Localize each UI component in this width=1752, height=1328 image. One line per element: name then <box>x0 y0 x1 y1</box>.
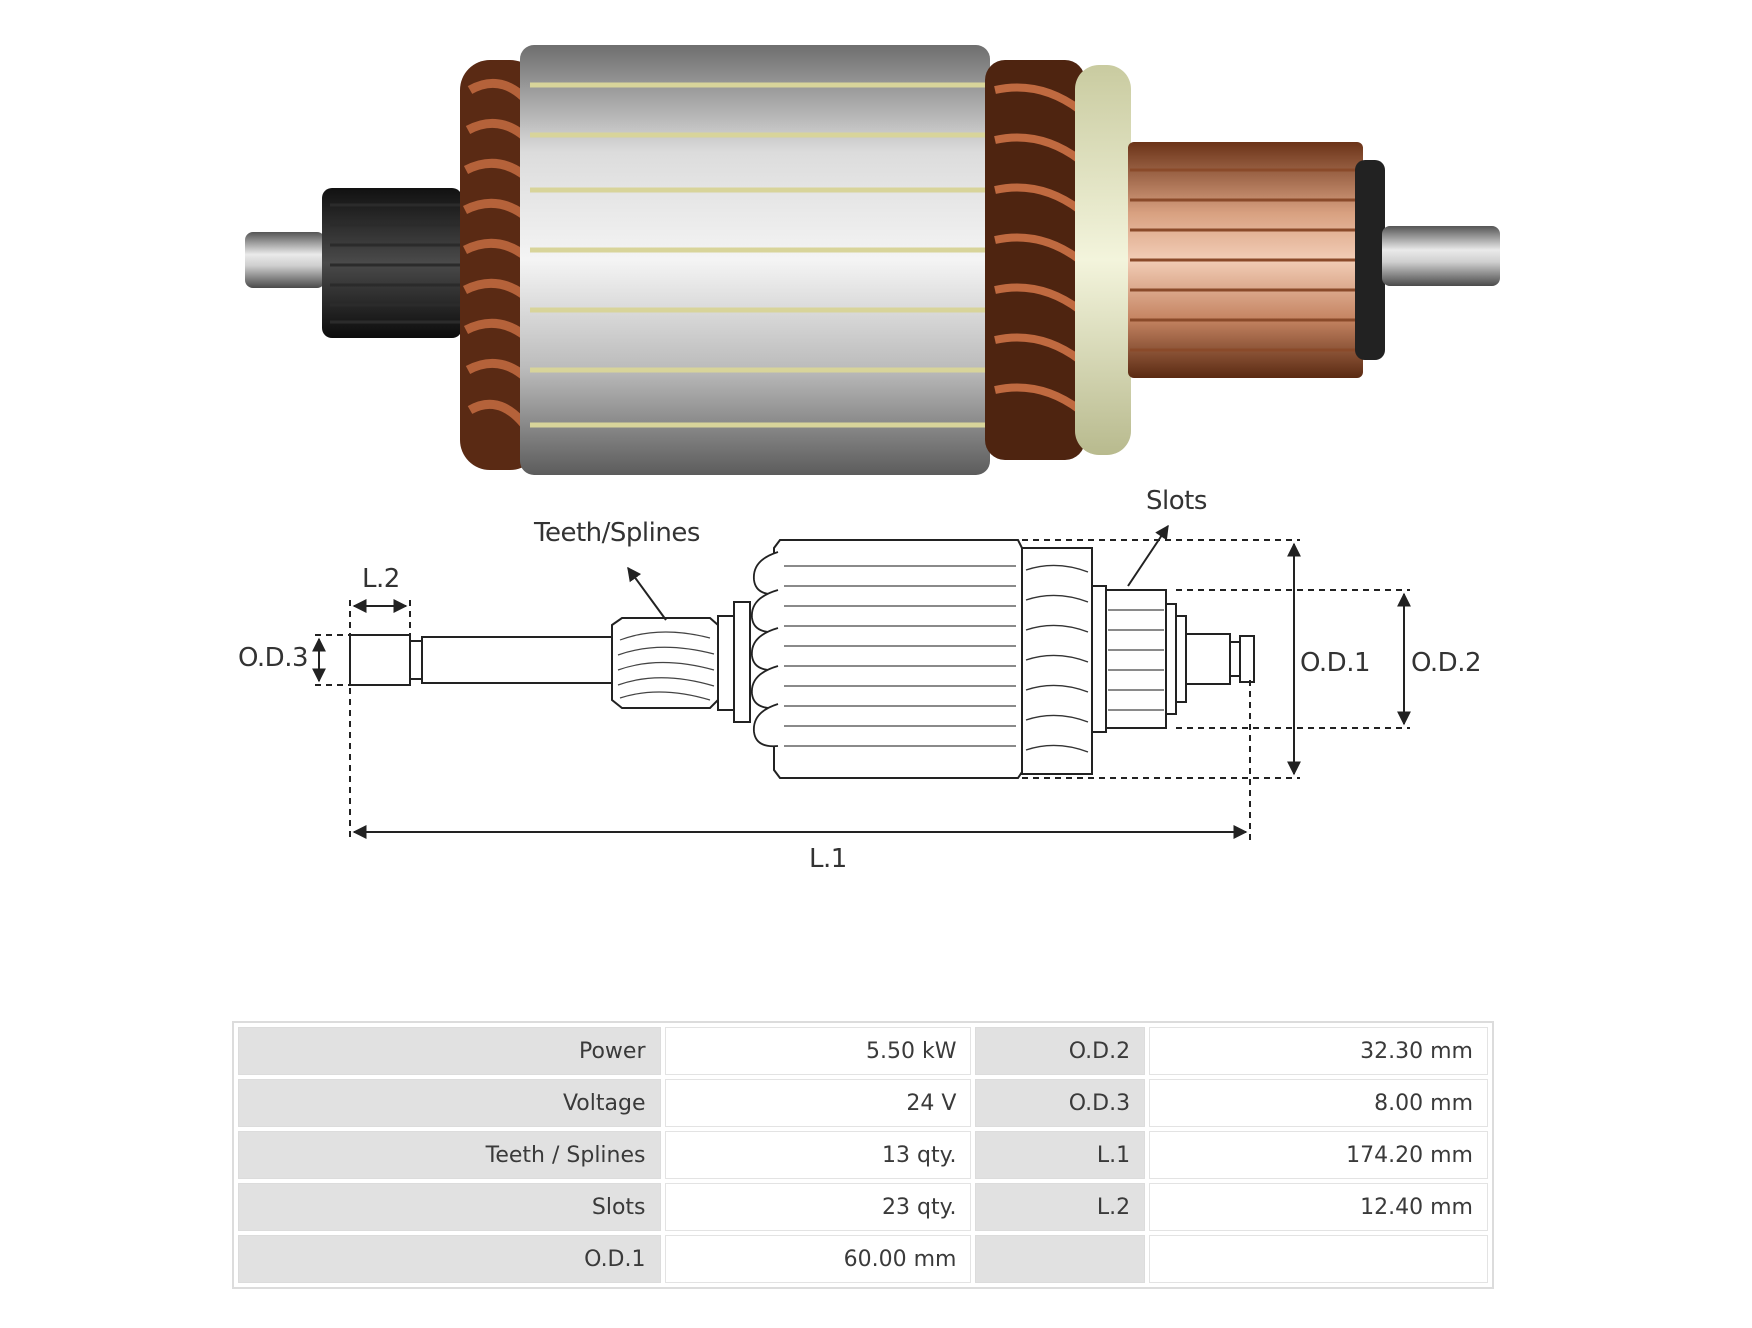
spec-key: O.D.2 <box>975 1027 1146 1075</box>
spec-value: 23 qty. <box>664 1183 972 1231</box>
table-row: Teeth / Splines 13 qty. L.1 174.20 mm <box>238 1131 1488 1179</box>
spec-value: 60.00 mm <box>664 1235 972 1283</box>
label-teeth-splines: Teeth/Splines <box>534 518 700 548</box>
spec-key <box>975 1235 1146 1283</box>
table-row: O.D.1 60.00 mm <box>238 1235 1488 1283</box>
spec-value: 174.20 mm <box>1149 1131 1488 1179</box>
spec-key: Power <box>238 1027 661 1075</box>
spec-key: L.1 <box>975 1131 1146 1179</box>
spec-value: 12.40 mm <box>1149 1183 1488 1231</box>
table-row: Power 5.50 kW O.D.2 32.30 mm <box>238 1027 1488 1075</box>
spec-key: Voltage <box>238 1079 661 1127</box>
spec-value: 32.30 mm <box>1149 1027 1488 1075</box>
armature-technical-drawing <box>312 524 1411 840</box>
table-row: Slots 23 qty. L.2 12.40 mm <box>238 1183 1488 1231</box>
label-od3: O.D.3 <box>238 643 309 673</box>
spec-table: Power 5.50 kW O.D.2 32.30 mm Voltage 24 … <box>232 1021 1494 1289</box>
spec-key: L.2 <box>975 1183 1146 1231</box>
label-l1: L.1 <box>809 844 847 874</box>
spec-value: 8.00 mm <box>1149 1079 1488 1127</box>
label-od2: O.D.2 <box>1411 648 1482 678</box>
armature-photo <box>245 45 1500 475</box>
label-l2: L.2 <box>362 564 400 594</box>
spec-value: 24 V <box>664 1079 972 1127</box>
spec-value <box>1149 1235 1488 1283</box>
label-slots: Slots <box>1146 486 1207 516</box>
spec-value: 5.50 kW <box>664 1027 972 1075</box>
label-od1: O.D.1 <box>1300 648 1371 678</box>
spec-key: O.D.1 <box>238 1235 661 1283</box>
spec-key: Slots <box>238 1183 661 1231</box>
spec-key: Teeth / Splines <box>238 1131 661 1179</box>
spec-key: O.D.3 <box>975 1079 1146 1127</box>
spec-value: 13 qty. <box>664 1131 972 1179</box>
table-row: Voltage 24 V O.D.3 8.00 mm <box>238 1079 1488 1127</box>
